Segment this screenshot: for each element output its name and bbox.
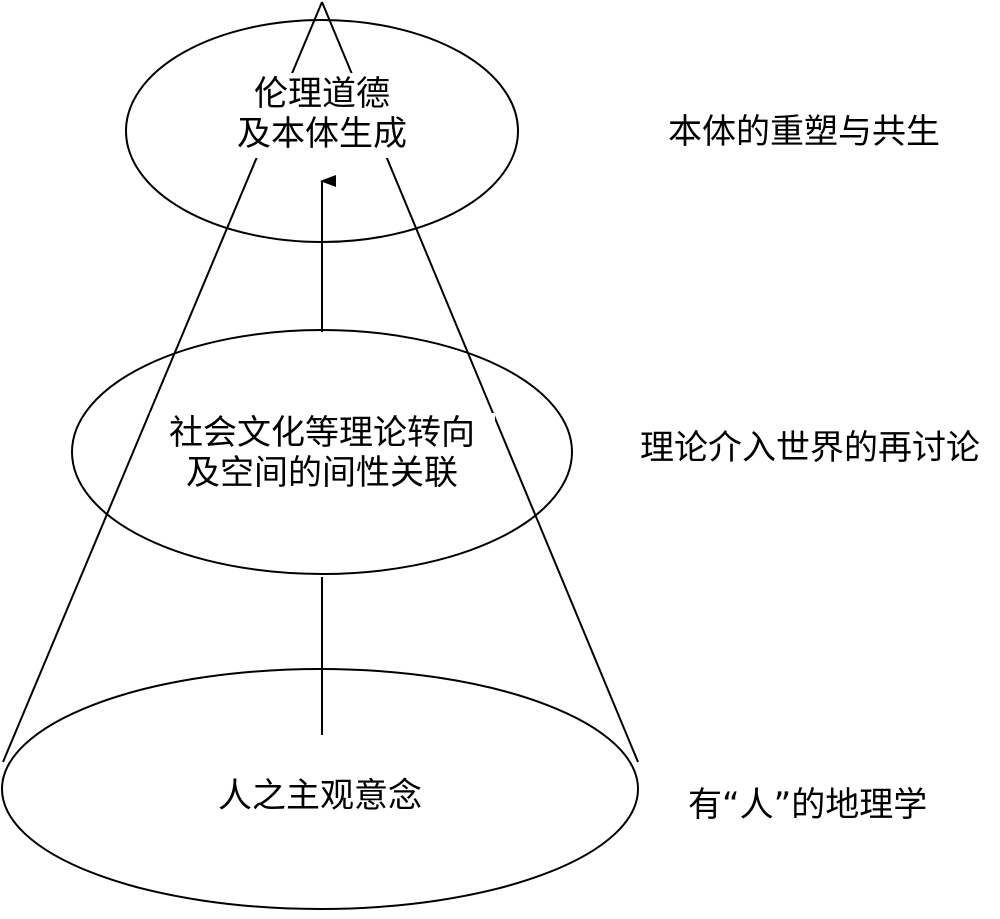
bottom-ellipse: [1, 668, 639, 910]
bottom-ellipse-line-1: 人之主观意念: [218, 776, 422, 816]
top-text-mask: [232, 73, 412, 158]
top-ellipse-line-1: 伦理道德: [254, 74, 390, 114]
bottom-ellipse-label: 人之主观意念: [210, 776, 430, 816]
middle-ellipse-line-1: 社会文化等理论转向: [169, 413, 475, 453]
top-ellipse-line-2: 及本体生成: [237, 114, 407, 154]
middle-text-mask: [150, 413, 495, 498]
top-side-label: 本体的重塑与共生: [668, 112, 940, 152]
bottom-text-mask: [215, 772, 425, 822]
middle-side-label: 理论介入世界的再讨论: [640, 428, 980, 468]
middle-ellipse-label: 社会文化等理论转向 及空间的间性关联: [142, 413, 502, 493]
top-ellipse-label: 伦理道德 及本体生成: [222, 74, 422, 154]
bottom-side-label: 有“人”的地理学: [688, 785, 928, 825]
middle-ellipse-line-2: 及空间的间性关联: [186, 453, 458, 493]
